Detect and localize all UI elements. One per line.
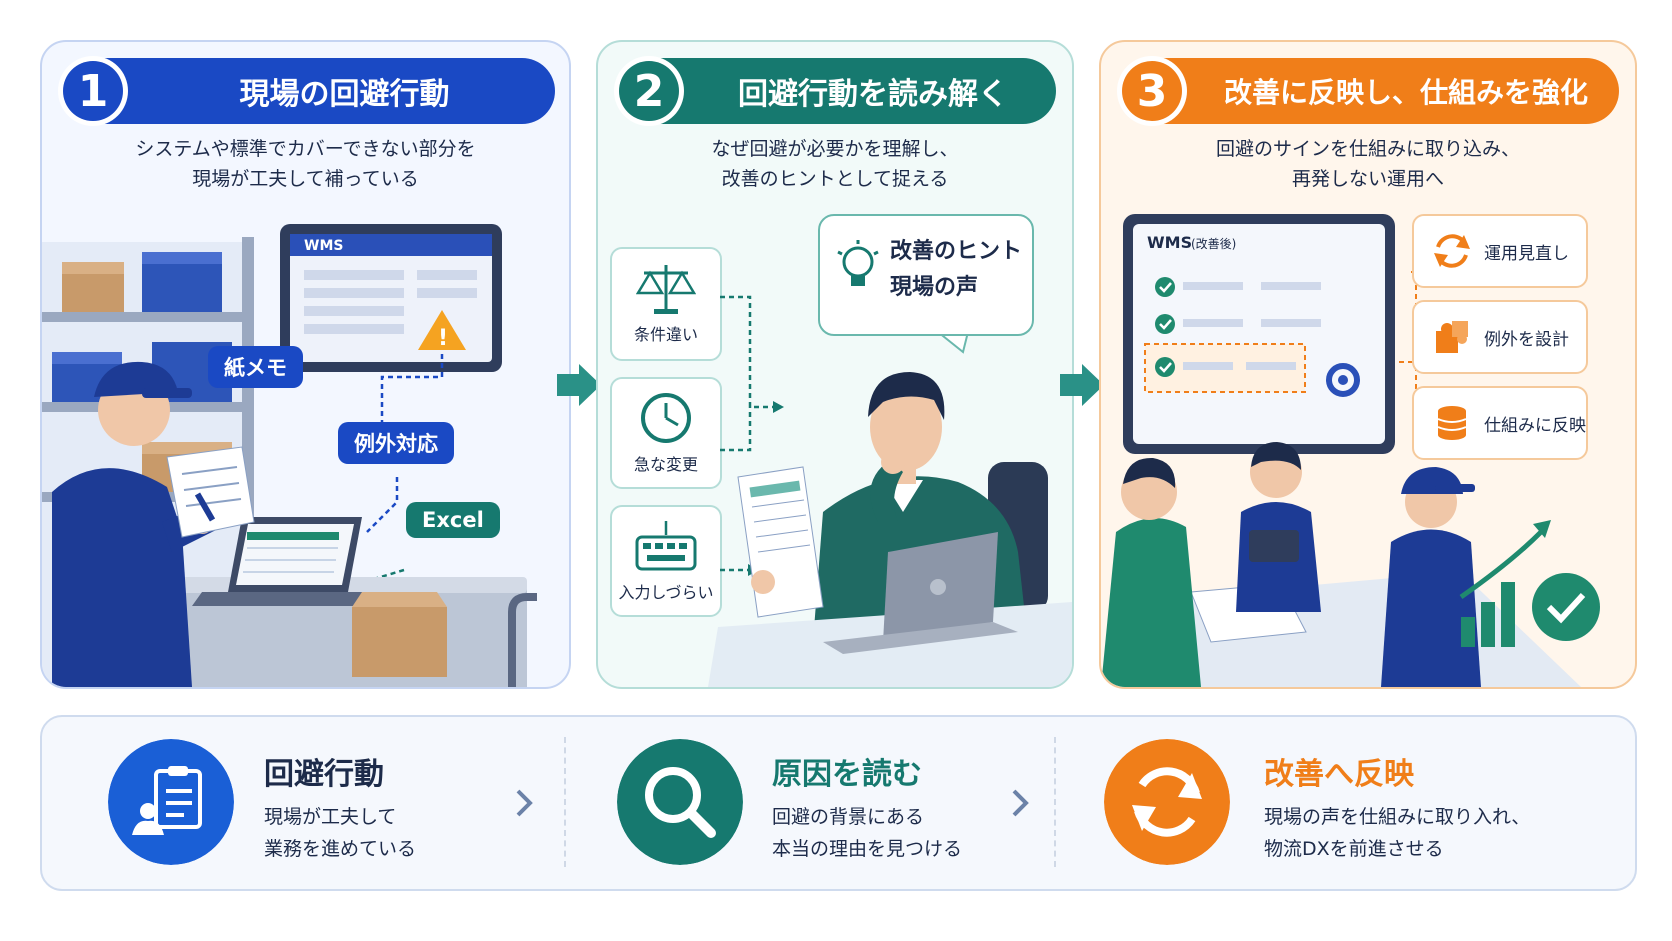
summary-icon-search xyxy=(617,739,743,865)
chip-hard-to-input: 入力しづらい xyxy=(610,505,722,617)
summary-title-reflect: 改善へ反映 xyxy=(1264,757,1414,792)
scale-icon xyxy=(635,265,697,314)
step-2-description: なぜ回避が必要かを理解し、 改善のヒントとして捉える xyxy=(711,138,959,190)
chip-operation-review: 運用見直し xyxy=(1412,214,1588,288)
bubble-line-2: 現場の声 xyxy=(890,275,979,300)
refresh-icon xyxy=(1434,234,1470,268)
summary-divider-2 xyxy=(1054,737,1056,867)
database-icon xyxy=(1437,406,1467,440)
check-circle-icon xyxy=(1532,573,1600,641)
hint-speech-bubble: 改善のヒント 現場の声 xyxy=(818,214,1034,336)
excel-label: Excel xyxy=(406,502,500,538)
summary-divider-1 xyxy=(564,737,566,867)
summary-desc-read-cause: 回避の背景にある 本当の理由を見つける xyxy=(772,806,963,860)
step-2-number-badge: 2 xyxy=(614,56,684,126)
svg-text:!: ! xyxy=(438,326,448,351)
warehouse-worker-illustration: WMS ! xyxy=(42,224,537,687)
step-2-panel: 2 回避行動を読み解く なぜ回避が必要かを理解し、 改善のヒントとして捉える 条… xyxy=(596,40,1074,689)
lightbulb-icon xyxy=(837,240,879,286)
paper-memo xyxy=(166,446,255,538)
step-2-title: 回避行動を読み解く xyxy=(738,77,1008,112)
puzzle-icon xyxy=(1436,321,1468,353)
bubble-line-1: 改善のヒント xyxy=(890,239,1023,264)
step-arrow-1 xyxy=(557,364,601,406)
warning-icon xyxy=(418,310,466,350)
keyboard-icon xyxy=(635,521,697,571)
exception-handling-label: 例外対応 xyxy=(338,422,454,464)
svg-text:(改善後): (改善後) xyxy=(1191,236,1236,251)
gear-icon xyxy=(1326,363,1360,397)
summary-bar: 回避行動 現場が工夫して 業務を進めている 原因を読む 回避の背景にある 本当の… xyxy=(40,715,1637,891)
step-3-panel: 3 改善に反映し、仕組みを強化 回避のサインを仕組みに取り込み、 再発しない運用… xyxy=(1099,40,1637,689)
svg-text:WMS: WMS xyxy=(1147,233,1192,252)
worker-body xyxy=(52,468,192,687)
step-1-number-badge: 1 xyxy=(58,56,128,126)
team-improvement-illustration: WMS (改善後) xyxy=(1101,214,1600,687)
step-3-header: 3 改善に反映し、仕組みを強化 xyxy=(1117,56,1619,126)
chip-condition-difference: 条件違い xyxy=(610,247,722,361)
step-1-description: システムや標準でカバーできない部分を 現場が工夫して補っている xyxy=(135,138,476,190)
step-1-header: 1 現場の回避行動 xyxy=(58,56,555,126)
chevron-right-icon xyxy=(516,789,533,817)
summary-title-read-cause: 原因を読む xyxy=(772,757,922,792)
chevron-right-icon xyxy=(1012,789,1029,817)
step-3-description: 回避のサインを仕組みに取り込み、 再発しない運用へ xyxy=(1215,138,1520,190)
summary-desc-reflect: 現場の声を仕組みに取り入れ、 物流DXを前進させる xyxy=(1264,806,1531,860)
summary-icon-refresh xyxy=(1104,739,1230,865)
summary-title-avoidance: 回避行動 xyxy=(264,757,384,792)
thinking-person-illustration xyxy=(708,295,1072,687)
paper-memo-label: 紙メモ xyxy=(208,346,303,388)
step-3-number-badge: 3 xyxy=(1117,56,1187,126)
step-3-title: 改善に反映し、仕組みを強化 xyxy=(1223,76,1588,109)
summary-desc-avoidance: 現場が工夫して 業務を進めている xyxy=(264,806,417,860)
step-1-title: 現場の回避行動 xyxy=(239,77,450,112)
clock-icon xyxy=(641,393,691,443)
step-2-header: 2 回避行動を読み解く xyxy=(614,56,1056,126)
summary-icon-avoidance xyxy=(108,739,234,865)
step-1-panel: 1 現場の回避行動 システムや標準でカバーできない部分を 現場が工夫して補ってい… xyxy=(40,40,571,689)
wms-screen-label: WMS xyxy=(304,238,343,254)
chip-design-exceptions: 例外を設計 xyxy=(1412,300,1588,374)
chip-reflect-in-system: 仕組みに反映 xyxy=(1412,386,1588,460)
chip-sudden-change: 急な変更 xyxy=(610,377,722,489)
step-arrow-2 xyxy=(1060,364,1104,406)
